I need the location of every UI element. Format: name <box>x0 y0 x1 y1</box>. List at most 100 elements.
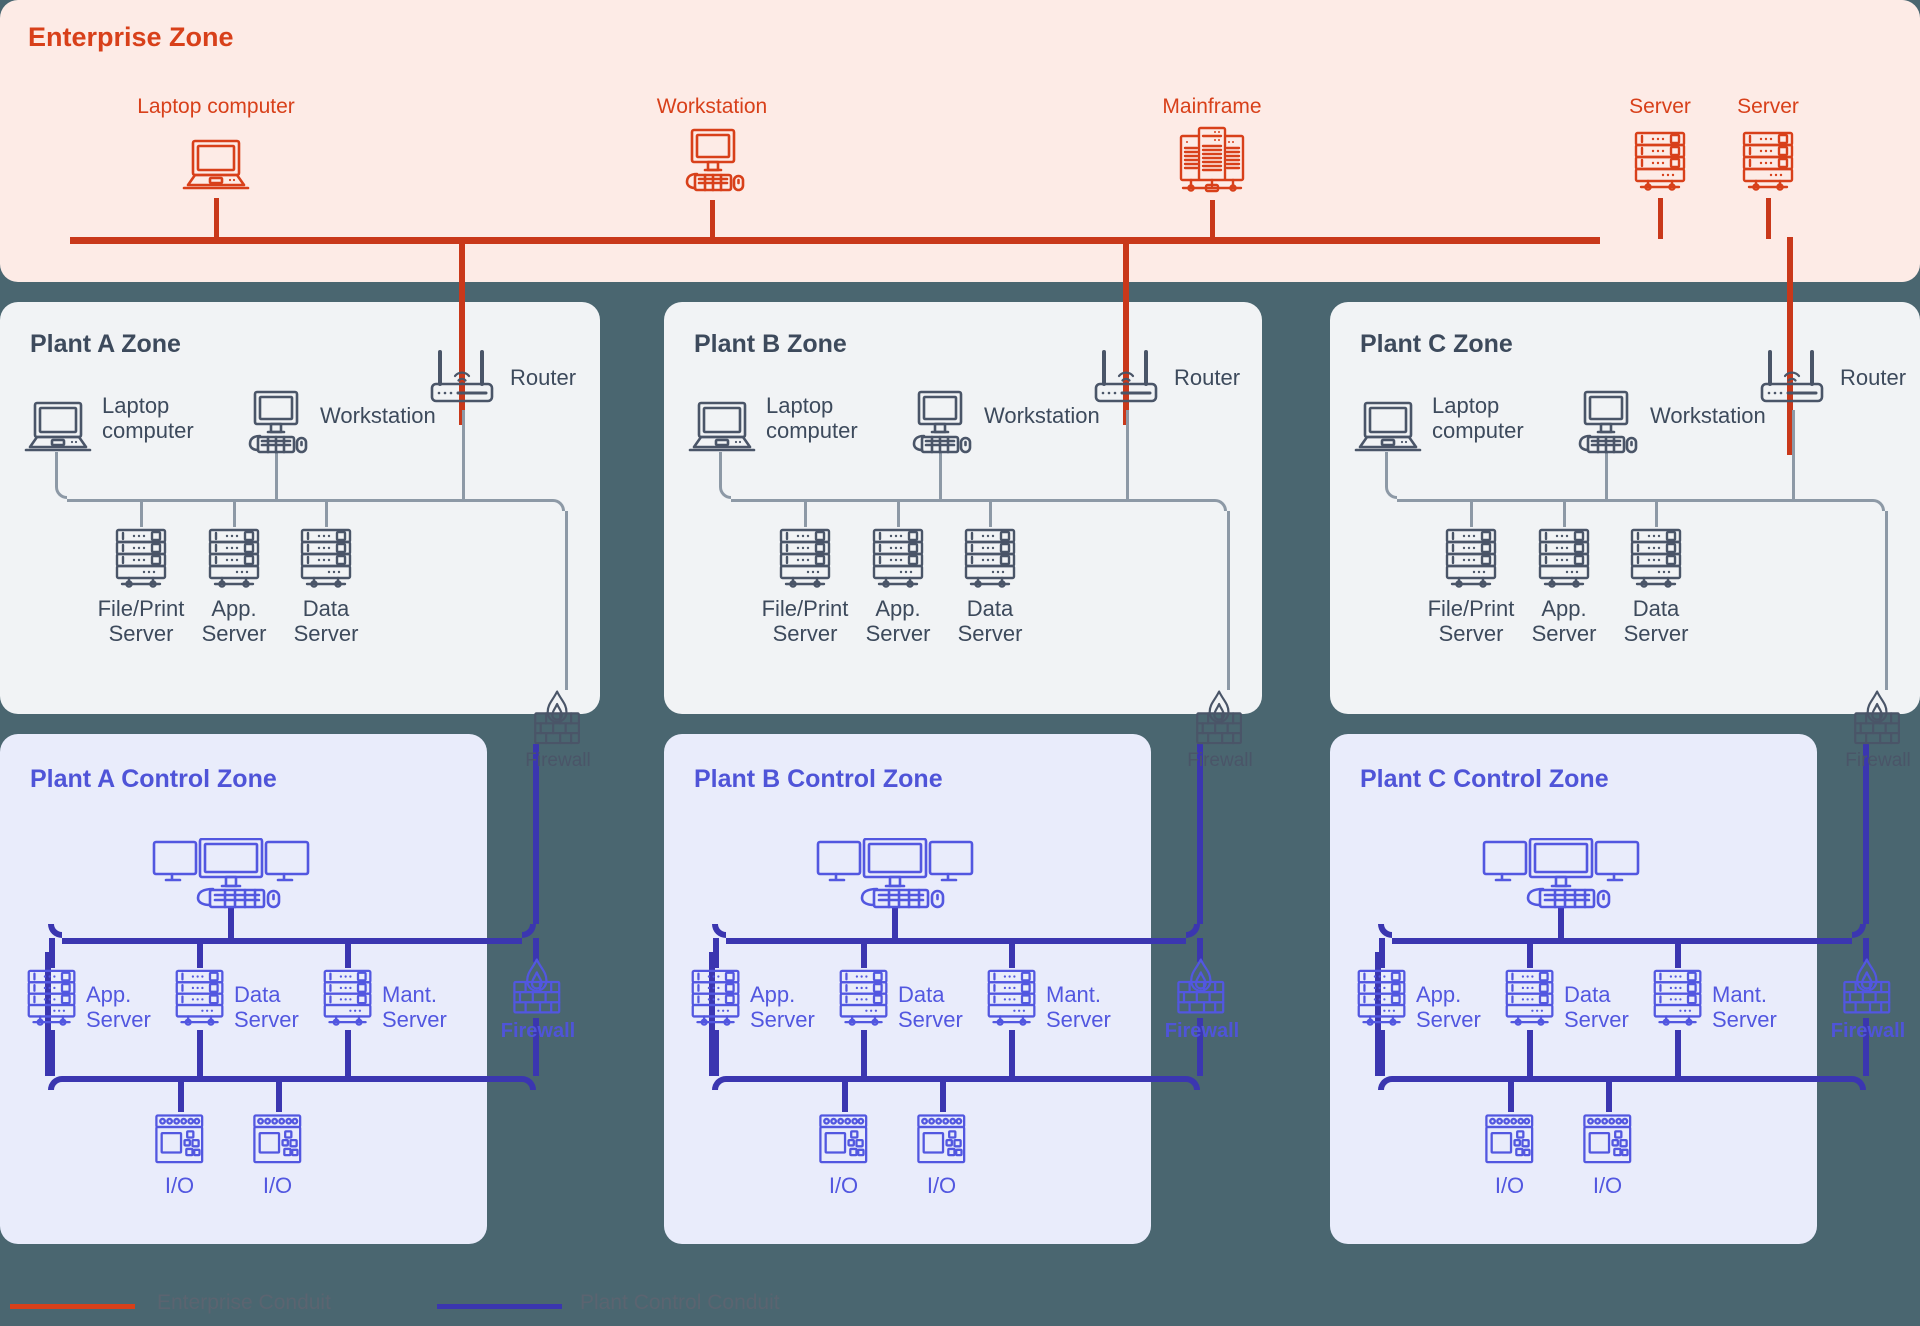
plant-1-laptop-icon[interactable] <box>686 400 758 454</box>
control-firewall-icon-0[interactable] <box>508 958 566 1017</box>
control-2-operator-station-icon[interactable] <box>1482 838 1640 910</box>
control-2-io-icon-1[interactable] <box>1580 1112 1635 1167</box>
plant-1-workstation-icon[interactable] <box>902 390 976 456</box>
control-2-io-icon-0[interactable] <box>1482 1112 1537 1167</box>
control-1-server-icon-2[interactable] <box>984 968 1039 1027</box>
enterprise-drop-2 <box>1210 200 1215 239</box>
control-1-server-icon-1[interactable] <box>836 968 891 1027</box>
enterprise-drop-3 <box>1658 198 1663 239</box>
control-2-server-icon-2[interactable] <box>1650 968 1705 1027</box>
control-firewall-label-1: Firewall <box>1164 1020 1240 1042</box>
plant-0-server-icon-1[interactable] <box>205 527 263 589</box>
control-1-server-icon-0[interactable] <box>688 968 743 1027</box>
control-1-operator-stem <box>892 908 898 938</box>
plant-1-router-icon[interactable] <box>1088 348 1170 410</box>
control-0-server-icon-2[interactable] <box>320 968 375 1027</box>
plant-0-server-label-0: File/Print Server <box>97 596 185 646</box>
control-1-server-label-1: Data Server <box>898 982 963 1032</box>
control-firewall-icon-2[interactable] <box>1838 958 1896 1017</box>
plant-2-workstation-stem <box>1605 452 1608 499</box>
plant-1-server-icon-2[interactable] <box>961 527 1019 589</box>
enterprise-to-plant-drop-2 <box>1787 237 1793 455</box>
plant-1-to-firewall <box>1227 511 1230 690</box>
control-firewall-icon-1[interactable] <box>1172 958 1230 1017</box>
plant-0-workstation-label: Workstation <box>320 403 436 428</box>
control-1-operator-station-icon[interactable] <box>816 838 974 910</box>
plant-1-server-icon-1[interactable] <box>869 527 927 589</box>
plant-0-workstation-icon[interactable] <box>238 390 312 456</box>
control-2-io-stem-0 <box>1508 1076 1514 1112</box>
plant-1-server-stem-0 <box>804 499 807 527</box>
control-1-io-label-1: I/O <box>926 1173 957 1198</box>
plant-2-server-label-1: App. Server <box>1531 596 1597 646</box>
control-2-server-icon-1[interactable] <box>1502 968 1557 1027</box>
upper-firewall-icon-0[interactable] <box>529 690 585 748</box>
plant-0-laptop-icon[interactable] <box>22 400 94 454</box>
control-1-server-bottom-stem-2 <box>1009 1030 1015 1076</box>
control-0-server-top-stem-2 <box>345 938 351 968</box>
plant-0-bus <box>67 499 553 502</box>
plant-1-server-label-2: Data Server <box>957 596 1023 646</box>
plant-2-laptop-icon[interactable] <box>1352 400 1424 454</box>
legend: Enterprise Conduit Plant Control Conduit <box>0 1286 1920 1326</box>
control-0-server-icon-0[interactable] <box>24 968 79 1027</box>
control-0-top-bus <box>62 938 522 944</box>
upper-firewall-icon-2[interactable] <box>1849 690 1905 748</box>
control-2-server-icon-0[interactable] <box>1354 968 1409 1027</box>
control-2-io-label-1: I/O <box>1592 1173 1623 1198</box>
control-2-operator-stem <box>1558 908 1564 938</box>
enterprise-server-icon-4[interactable] <box>1739 130 1797 192</box>
plant-2-server-icon-2[interactable] <box>1627 527 1685 589</box>
plant-b-zone <box>664 302 1262 714</box>
control-2-server-bottom-stem-1 <box>1527 1030 1533 1076</box>
plant-2-server-stem-0 <box>1470 499 1473 527</box>
control-2-top-bus <box>1392 938 1852 944</box>
enterprise-to-plant-drop-0 <box>459 237 465 425</box>
enterprise-server-icon-3[interactable] <box>1631 130 1689 192</box>
enterprise-zone <box>0 0 1920 282</box>
upper-firewall-label-2: Firewall <box>1845 750 1911 771</box>
plant-2-server-icon-1[interactable] <box>1535 527 1593 589</box>
plant-0-server-icon-0[interactable] <box>112 527 170 589</box>
plant-1-workstation-stem <box>939 452 942 499</box>
control-2-server-top-stem-1 <box>1527 938 1533 968</box>
control-0-left-riser <box>45 952 51 1076</box>
plant-1-server-icon-0[interactable] <box>776 527 834 589</box>
control-0-io-icon-1[interactable] <box>250 1112 305 1167</box>
control-0-from-upper-firewall <box>533 744 539 924</box>
control-2-left-riser <box>1375 952 1381 1076</box>
enterprise-node-label-0: Laptop computer <box>137 95 295 118</box>
control-1-server-top-stem-1 <box>861 938 867 968</box>
control-0-server-label-0: App. Server <box>86 982 151 1032</box>
control-0-top-right-elbow <box>522 924 536 938</box>
plant-1-workstation-label: Workstation <box>984 403 1100 428</box>
plant-c-control-zone <box>1330 734 1817 1244</box>
control-0-top-left-elbow <box>48 924 62 938</box>
control-0-io-icon-0[interactable] <box>152 1112 207 1167</box>
plant-2-server-icon-0[interactable] <box>1442 527 1500 589</box>
enterprise-drop-0 <box>214 198 219 239</box>
plant-0-laptop-label: Laptop computer <box>102 393 194 443</box>
upper-firewall-icon-1[interactable] <box>1191 690 1247 748</box>
enterprise-mainframe-icon-2[interactable] <box>1178 124 1246 194</box>
enterprise-workstation-icon-1[interactable] <box>675 128 749 194</box>
control-0-server-bottom-stem-2 <box>345 1030 351 1076</box>
control-0-server-label-2: Mant. Server <box>382 982 447 1032</box>
control-0-server-icon-1[interactable] <box>172 968 227 1027</box>
control-2-firewall-top-stem <box>1863 938 1869 962</box>
enterprise-laptop-icon-0[interactable] <box>180 138 252 192</box>
plant-1-router-label: Router <box>1174 365 1241 390</box>
plant-0-server-icon-2[interactable] <box>297 527 355 589</box>
control-1-from-upper-firewall <box>1197 744 1203 924</box>
plant-0-router-label: Router <box>510 365 577 390</box>
enterprise-bus <box>70 237 1600 244</box>
plant-2-workstation-icon[interactable] <box>1568 390 1642 456</box>
plant-2-router-icon[interactable] <box>1754 348 1836 410</box>
control-1-io-icon-1[interactable] <box>914 1112 969 1167</box>
control-0-server-top-stem-0 <box>49 938 55 968</box>
control-1-io-icon-0[interactable] <box>816 1112 871 1167</box>
plant-2-server-label-2: Data Server <box>1623 596 1689 646</box>
plant-0-router-icon[interactable] <box>424 348 506 410</box>
enterprise-to-plant-drop-1 <box>1123 237 1129 425</box>
control-0-operator-station-icon[interactable] <box>152 838 310 910</box>
